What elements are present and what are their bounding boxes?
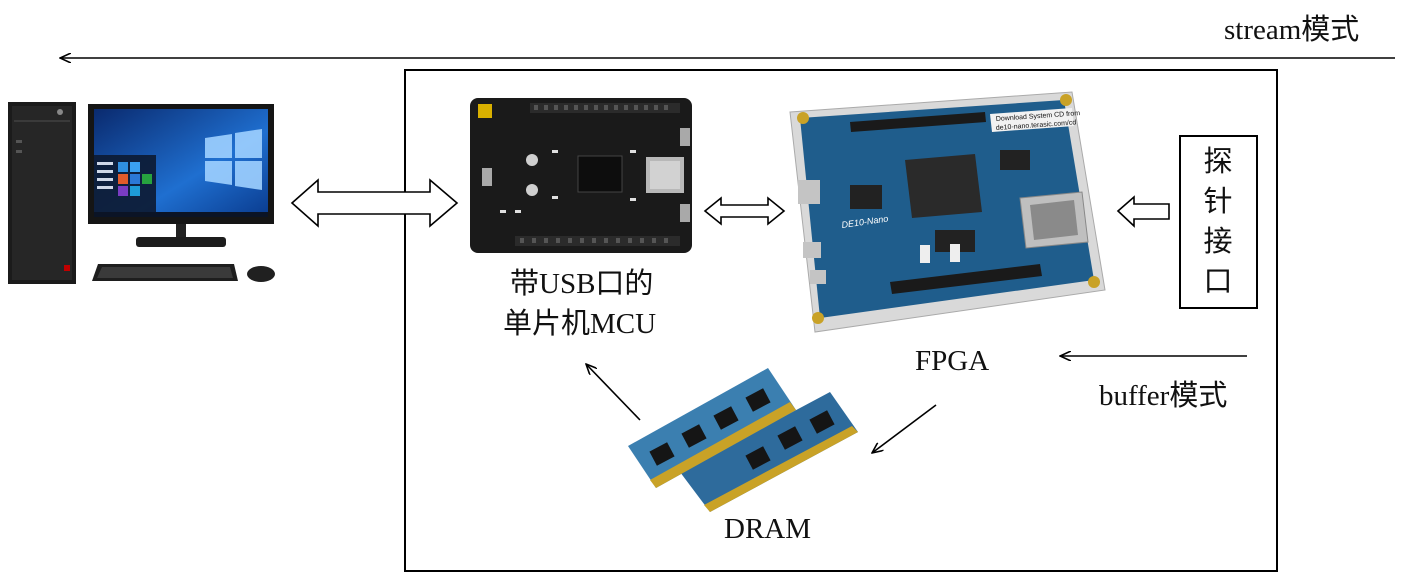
probe-to-fpga-arrow: [1116, 195, 1170, 228]
mcu-fpga-double-arrow: [703, 196, 786, 226]
probe-label-char-1: 探: [1203, 146, 1233, 178]
stream-mode-label: stream模式: [1224, 14, 1360, 46]
probe-label-char-4: 口: [1203, 266, 1233, 298]
system-box: [404, 69, 1278, 572]
dram-label: DRAM: [724, 513, 812, 545]
mcu-label-line1: 带USB口的: [510, 268, 654, 300]
probe-label-char-2: 针: [1203, 186, 1233, 218]
dram-to-mcu-arrow: [586, 364, 641, 421]
fpga-board-icon: [789, 91, 1106, 333]
dram-module-icon: [628, 368, 858, 512]
probe-label-char-3: 接: [1203, 226, 1233, 258]
fpga-to-dram-arrow: [872, 404, 937, 453]
probe-interface-box: [1179, 135, 1258, 309]
fpga-label: FPGA: [915, 345, 990, 377]
buffer-mode-label: buffer模式: [1099, 380, 1228, 412]
desktop-computer-icon: [8, 102, 275, 284]
mcu-board-icon: [470, 98, 692, 253]
pc-mcu-double-arrow: [290, 178, 459, 228]
mcu-label-line2: 单片机MCU: [503, 308, 657, 340]
